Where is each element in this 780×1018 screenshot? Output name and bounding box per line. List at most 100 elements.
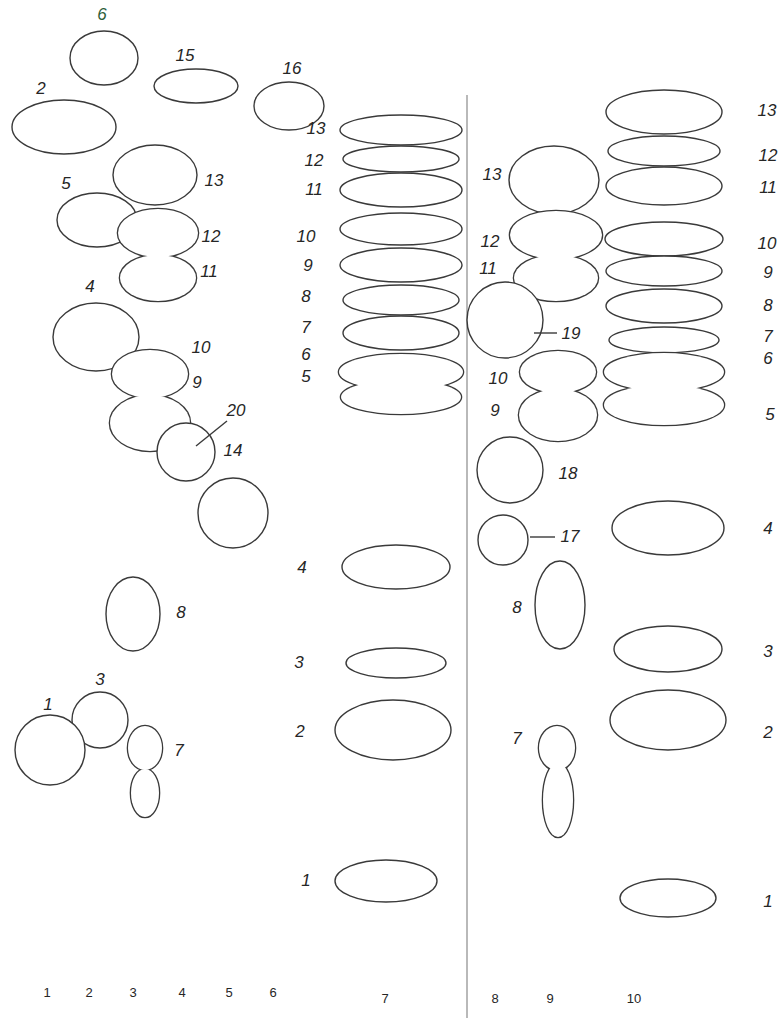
spot: [131, 769, 159, 817]
spot: [15, 715, 85, 785]
spot: [610, 690, 726, 750]
callout-number: 7: [512, 730, 521, 747]
callout-number: 9: [192, 374, 201, 391]
spot: [118, 209, 198, 257]
spot: [342, 545, 450, 589]
callout-number: 13: [483, 166, 502, 183]
spot: [335, 700, 451, 760]
spot: [539, 726, 575, 837]
spot: [154, 69, 238, 103]
spot: [120, 255, 196, 301]
callout-number: 18: [559, 465, 578, 482]
callout-number: 3: [95, 671, 104, 688]
spot: [510, 211, 602, 259]
callout-number: 15: [176, 47, 195, 64]
callout-number: 12: [759, 147, 778, 164]
callout-number: 1: [43, 696, 52, 713]
callout-number: 7: [763, 328, 772, 345]
spot: [612, 501, 724, 555]
callout-number: 13: [758, 102, 777, 119]
lane-number: 4: [178, 986, 185, 999]
spot: [605, 222, 723, 256]
spot: [535, 561, 585, 649]
spot: [340, 248, 462, 282]
spot: [128, 726, 162, 817]
callout-number: 6: [301, 346, 310, 363]
callout-number: 11: [200, 263, 218, 280]
callout-number: 5: [301, 368, 310, 385]
callout-number: 5: [61, 175, 70, 192]
callout-number: 11: [759, 179, 777, 196]
leader-line: [530, 536, 555, 537]
spot: [120, 255, 196, 301]
spot: [520, 351, 596, 393]
spot: [520, 351, 596, 393]
callout-number: 20: [227, 402, 246, 419]
callout-number: 9: [763, 264, 772, 281]
callout-number: 7: [301, 319, 310, 336]
callout-number: 11: [305, 181, 323, 198]
leader-line: [466, 95, 467, 1018]
callout-number: 12: [305, 152, 324, 169]
callout-number: 12: [202, 228, 221, 245]
callout-number: 9: [490, 402, 499, 419]
spot: [477, 437, 543, 503]
callout-number: 8: [512, 599, 521, 616]
spot: [620, 879, 716, 917]
spot: [604, 385, 724, 425]
callout-number: 6: [97, 6, 106, 23]
lane-number: 6: [269, 986, 276, 999]
callout-number: 2: [763, 724, 772, 741]
callout-number: 13: [205, 172, 224, 189]
spot: [478, 515, 528, 565]
lane-number: 9: [546, 992, 553, 1005]
lane-number: 1: [43, 986, 50, 999]
spot: [543, 763, 573, 837]
spot: [343, 316, 459, 350]
callout-number: 7: [174, 742, 183, 759]
callout-number: 4: [763, 520, 772, 537]
lane-number: 5: [225, 986, 232, 999]
spot: [128, 726, 162, 770]
lane-number: 10: [627, 992, 641, 1005]
callout-number: 10: [758, 235, 777, 252]
callout-number: 17: [561, 528, 580, 545]
callout-number: 10: [297, 228, 316, 245]
spot: [339, 354, 463, 414]
spot: [70, 31, 138, 85]
callout-number: 1: [763, 893, 772, 910]
spot: [340, 213, 462, 245]
lane-number: 8: [491, 992, 498, 1005]
spot: [118, 209, 198, 257]
spot: [198, 478, 268, 548]
spot: [157, 423, 215, 481]
callout-number: 3: [763, 643, 772, 660]
spot: [606, 90, 722, 134]
spot: [606, 256, 722, 286]
spot: [340, 173, 462, 207]
spot: [604, 353, 724, 425]
callout-number: 2: [36, 80, 45, 97]
callout-number: 4: [85, 278, 94, 295]
spot: [340, 115, 462, 145]
spot: [609, 327, 719, 353]
callout-number: 9: [303, 257, 312, 274]
spot: [112, 350, 188, 398]
spot: [467, 282, 543, 358]
spot: [128, 726, 162, 770]
callout-number: 6: [763, 350, 772, 367]
spot: [606, 167, 722, 205]
callout-number: 1: [301, 872, 310, 889]
spot: [343, 146, 459, 172]
spot: [543, 763, 573, 837]
spot: [341, 380, 461, 414]
callout-number: 11: [479, 260, 497, 277]
callout-number: 13: [307, 120, 326, 137]
callout-number: 8: [176, 604, 185, 621]
spot: [519, 389, 597, 441]
leader-line: [534, 332, 557, 333]
spot: [12, 100, 116, 154]
spot: [112, 350, 188, 398]
